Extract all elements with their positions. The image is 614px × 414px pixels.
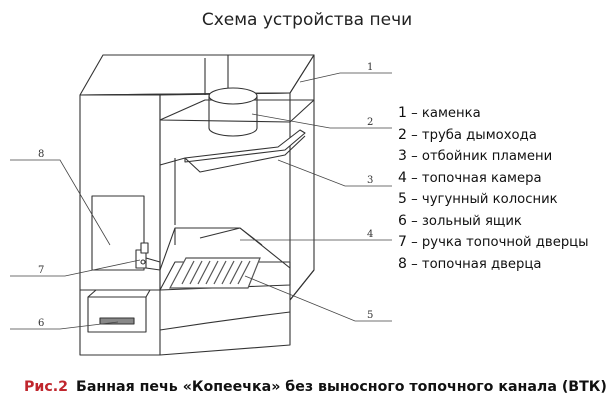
- callout-number: 8: [38, 149, 44, 160]
- leader-line-2: [251, 113, 392, 129]
- leader-line-6: [10, 321, 119, 330]
- callout-number: 2: [367, 117, 373, 128]
- firebox-chamber: [159, 227, 291, 271]
- callout-number: 3: [367, 175, 373, 186]
- diagram-title: Схема устройства печи: [201, 10, 413, 30]
- legend-item: 5 – чугунный колосник: [398, 191, 558, 207]
- cast-iron-grate: [169, 257, 261, 289]
- stove-top-edge: [79, 54, 315, 96]
- leader-line-5: [244, 275, 392, 322]
- stove-base: [79, 290, 161, 356]
- callout-number: 7: [38, 265, 44, 276]
- kamenka-shelf: [159, 99, 315, 123]
- legend-item: 1 – каменка: [398, 105, 481, 121]
- callout-number: 5: [367, 310, 373, 321]
- door-handle: [135, 242, 161, 271]
- ash-drawer: [87, 296, 147, 333]
- legend-list: 1 – каменка 2 – труба дымохода 3 – отбой…: [398, 103, 589, 275]
- stove-right-side: [289, 54, 315, 301]
- chimney-pipe: [208, 87, 258, 137]
- legend-item: 4 – топочная камера: [398, 169, 542, 186]
- callout-number: 6: [38, 318, 44, 329]
- leader-line-3: [277, 159, 392, 187]
- legend-item: 2 – труба дымохода: [398, 126, 537, 143]
- caption-text: Банная печь «Копеечка» без выносного топ…: [76, 379, 607, 395]
- callout-number: 4: [367, 229, 373, 240]
- legend-item: 6 – зольный ящик: [398, 212, 522, 229]
- fire-door: [91, 195, 145, 271]
- legend-item: 3 – отбойник пламени: [398, 148, 553, 164]
- legend-item: 8 – топочная дверца: [398, 255, 542, 272]
- leader-line-8: [10, 159, 111, 246]
- figure-caption: Рис.2 Банная печь «Копеечка» без выносног…: [24, 379, 607, 395]
- callout-number: 1: [367, 62, 373, 73]
- leader-line-1: [299, 72, 392, 83]
- figure-number: Рис.2: [24, 379, 69, 395]
- leader-line-7: [10, 259, 141, 277]
- legend-item: 7 – ручка топочной дверцы: [398, 234, 589, 250]
